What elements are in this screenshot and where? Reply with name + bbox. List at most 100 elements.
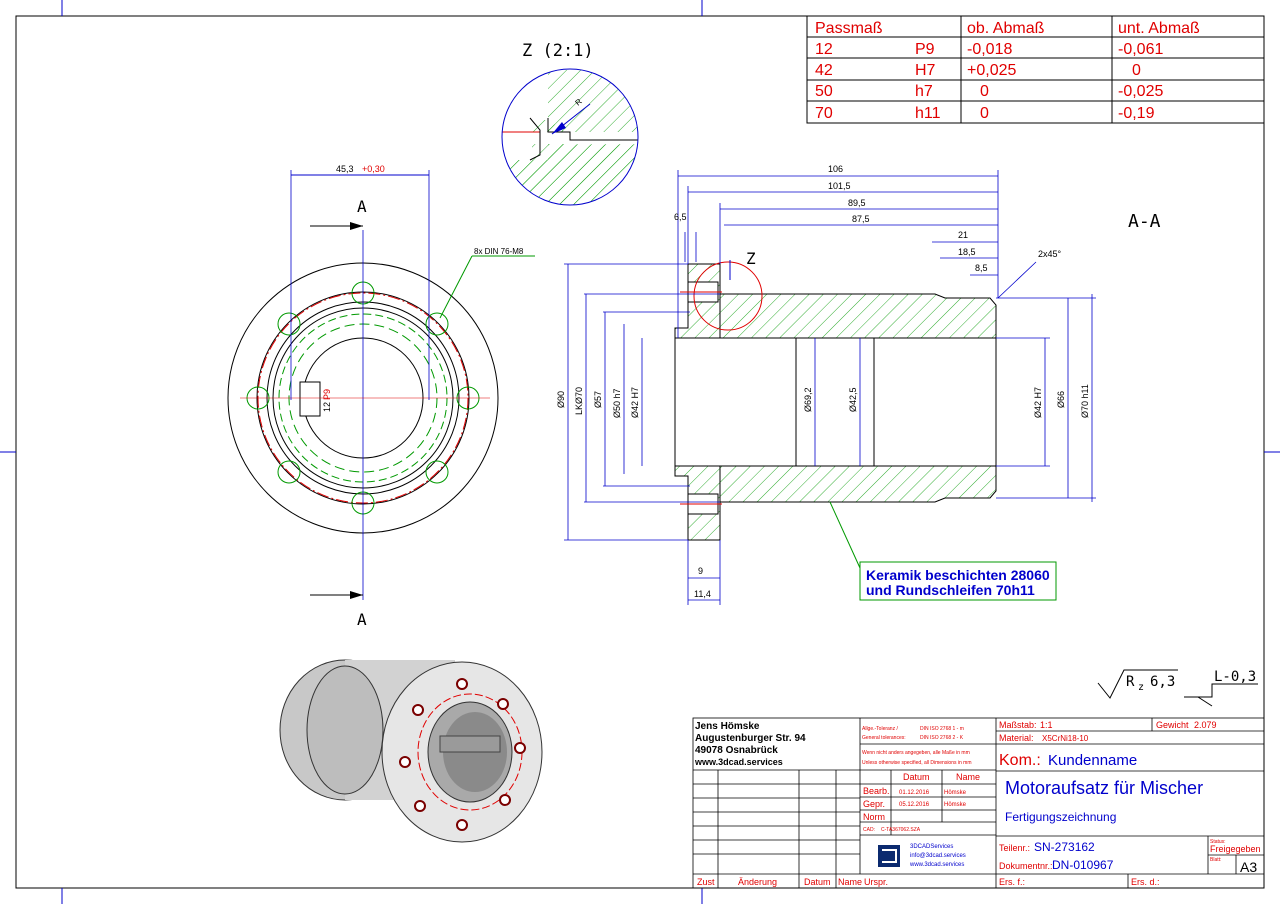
table-cell-fit: P9 xyxy=(915,41,935,58)
table-cell-lower: -0,025 xyxy=(1118,83,1163,100)
dia-70: Ø70 h11 xyxy=(1080,384,1090,418)
section-mark-top: A xyxy=(357,197,367,216)
rev-datum: Datum xyxy=(804,877,831,887)
company-name: Jens Hömske xyxy=(695,721,760,732)
dim-21: 21 xyxy=(958,230,968,240)
bearb-name: Hömske xyxy=(944,790,967,796)
roughness-value: 6,3 xyxy=(1150,674,1175,690)
blatt-label: Blatt: xyxy=(1210,857,1221,863)
dia-50: Ø50 h7 xyxy=(612,388,622,418)
table-header-passmass: Passmaß xyxy=(815,20,883,37)
company-web: www.3dcad.services xyxy=(694,757,783,767)
section-view: A-A Z xyxy=(556,164,1161,605)
col-datum: Datum xyxy=(903,772,930,782)
dia-42-5: Ø42,5 xyxy=(848,387,858,412)
gen-tol-value-2: DIN ISO 2768 2 - K xyxy=(920,735,964,741)
chamfer-dim: 2x45° xyxy=(1038,249,1062,259)
width-dim: 45,3 xyxy=(336,164,354,174)
title-block-text: Jens Hömske Augustenburger Str. 94 49078… xyxy=(694,720,1261,887)
logo-line-3: www.3dcad.services xyxy=(909,862,964,868)
dia-66: Ø66 xyxy=(1056,391,1066,408)
rev-urspr: Urspr. xyxy=(864,877,888,887)
material-label: Material: xyxy=(999,733,1034,743)
gepr-date: 05.12.2016 xyxy=(899,802,930,808)
gen-tol-label-2: General tolerances: xyxy=(862,735,906,741)
note-line-2: und Rundschleifen 70h11 xyxy=(866,582,1035,598)
iso-view xyxy=(279,659,543,843)
material-value: X5CrNi18-10 xyxy=(1042,734,1089,743)
bearb-date: 01.12.2016 xyxy=(899,790,930,796)
table-cell-size: 50 xyxy=(815,83,833,100)
table-cell-upper: -0,018 xyxy=(967,41,1012,58)
dia-42-left: Ø42 H7 xyxy=(630,387,640,418)
table-cell-size: 70 xyxy=(815,105,833,122)
gen-tol-label: Allge.-Toleranz / xyxy=(862,726,898,732)
detail-mark-z: Z xyxy=(746,249,756,268)
dim-89: 89,5 xyxy=(848,198,866,208)
drawing-subtitle: Fertigungszeichnung xyxy=(1005,810,1116,824)
section-mark-bottom: A xyxy=(357,610,367,629)
roughness-symbol: R xyxy=(1126,674,1135,690)
gewicht-value: 2.079 xyxy=(1194,720,1217,730)
kom-value: Kundenname xyxy=(1048,752,1137,769)
width-tol: +0,30 xyxy=(362,164,385,174)
teilenr-label: Teilenr.: xyxy=(999,843,1030,853)
gepr-name: Hömske xyxy=(944,802,967,808)
title-block xyxy=(692,717,1265,889)
slot-dim: 12 xyxy=(322,402,332,412)
rev-zust: Zust xyxy=(697,877,715,887)
dia-lk70: LKØ70 xyxy=(574,387,584,415)
row-gepr: Gepr. xyxy=(863,799,885,809)
table-cell-lower: -0,061 xyxy=(1118,41,1163,58)
table-cell-lower: -0,19 xyxy=(1118,105,1155,122)
tolerance-table: Passmaß ob. Abmaß unt. Abmaß 12 P9 -0,01… xyxy=(806,15,1265,124)
dim-9: 9 xyxy=(698,566,703,576)
units-note-en: Unless otherwise specified, all Dimensio… xyxy=(862,760,972,766)
table-header-lower: unt. Abmaß xyxy=(1118,20,1200,37)
table-cell-upper: 0 xyxy=(980,105,989,122)
roughness-sub: z xyxy=(1138,682,1144,693)
dia-69: Ø69,2 xyxy=(803,387,813,412)
rev-name: Name xyxy=(838,877,862,887)
company-logo-icon xyxy=(878,845,900,867)
dim-106: 106 xyxy=(828,164,843,174)
col-name: Name xyxy=(956,772,980,782)
table-header-upper: ob. Abmaß xyxy=(967,20,1045,37)
ers-d: Ers. d.: xyxy=(1131,877,1160,887)
gewicht-label: Gewicht xyxy=(1156,720,1189,730)
dim-8: 8,5 xyxy=(975,263,988,273)
massstab-value: 1:1 xyxy=(1040,720,1053,730)
section-view-label: A-A xyxy=(1128,211,1161,232)
slot-fit: P9 xyxy=(322,389,332,400)
dim-87: 87,5 xyxy=(852,214,870,224)
note-line-1: Keramik beschichten 28060 xyxy=(866,567,1050,583)
status-value: Freigegeben xyxy=(1210,844,1261,854)
table-cell-fit: h7 xyxy=(915,83,933,100)
table-cell-upper: 0 xyxy=(980,83,989,100)
table-cell-lower: 0 xyxy=(1132,62,1141,79)
dim-11-4: 11,4 xyxy=(694,589,711,599)
table-cell-size: 42 xyxy=(815,62,833,79)
dim-18: 18,5 xyxy=(958,247,976,257)
rev-aenderung: Änderung xyxy=(738,877,777,887)
detail-view-z: Z (2:1) R xyxy=(501,41,639,206)
detail-view-label: Z (2:1) xyxy=(522,41,594,61)
units-note-de: Wenn nicht anders angegeben, alle Maße i… xyxy=(862,750,970,756)
kom-label: Kom.: xyxy=(999,752,1041,769)
logo-line-2: info@3dcad.services xyxy=(910,853,966,859)
row-norm: Norm xyxy=(863,812,885,822)
dim-101: 101,5 xyxy=(828,181,851,191)
detail-radius-label: R xyxy=(574,97,584,108)
teilenr-value: SN-273162 xyxy=(1034,840,1095,854)
gen-tol-value: DIN ISO 2768 1 - m xyxy=(920,726,964,732)
massstab-label: Maßstab: xyxy=(999,720,1037,730)
logo-line-1: 3DCADServices xyxy=(910,844,953,850)
doknr-value: DN-010967 xyxy=(1052,858,1114,872)
front-view: 12 P9 45,3 +0,30 8x DIN 76-M8 A A xyxy=(227,164,535,629)
surface-symbols: R z 6,3 L-0,3 xyxy=(1097,669,1258,707)
table-cell-fit: h11 xyxy=(915,105,941,122)
status-label: Status: xyxy=(1210,839,1226,845)
sheet-format: A3 xyxy=(1240,859,1257,875)
